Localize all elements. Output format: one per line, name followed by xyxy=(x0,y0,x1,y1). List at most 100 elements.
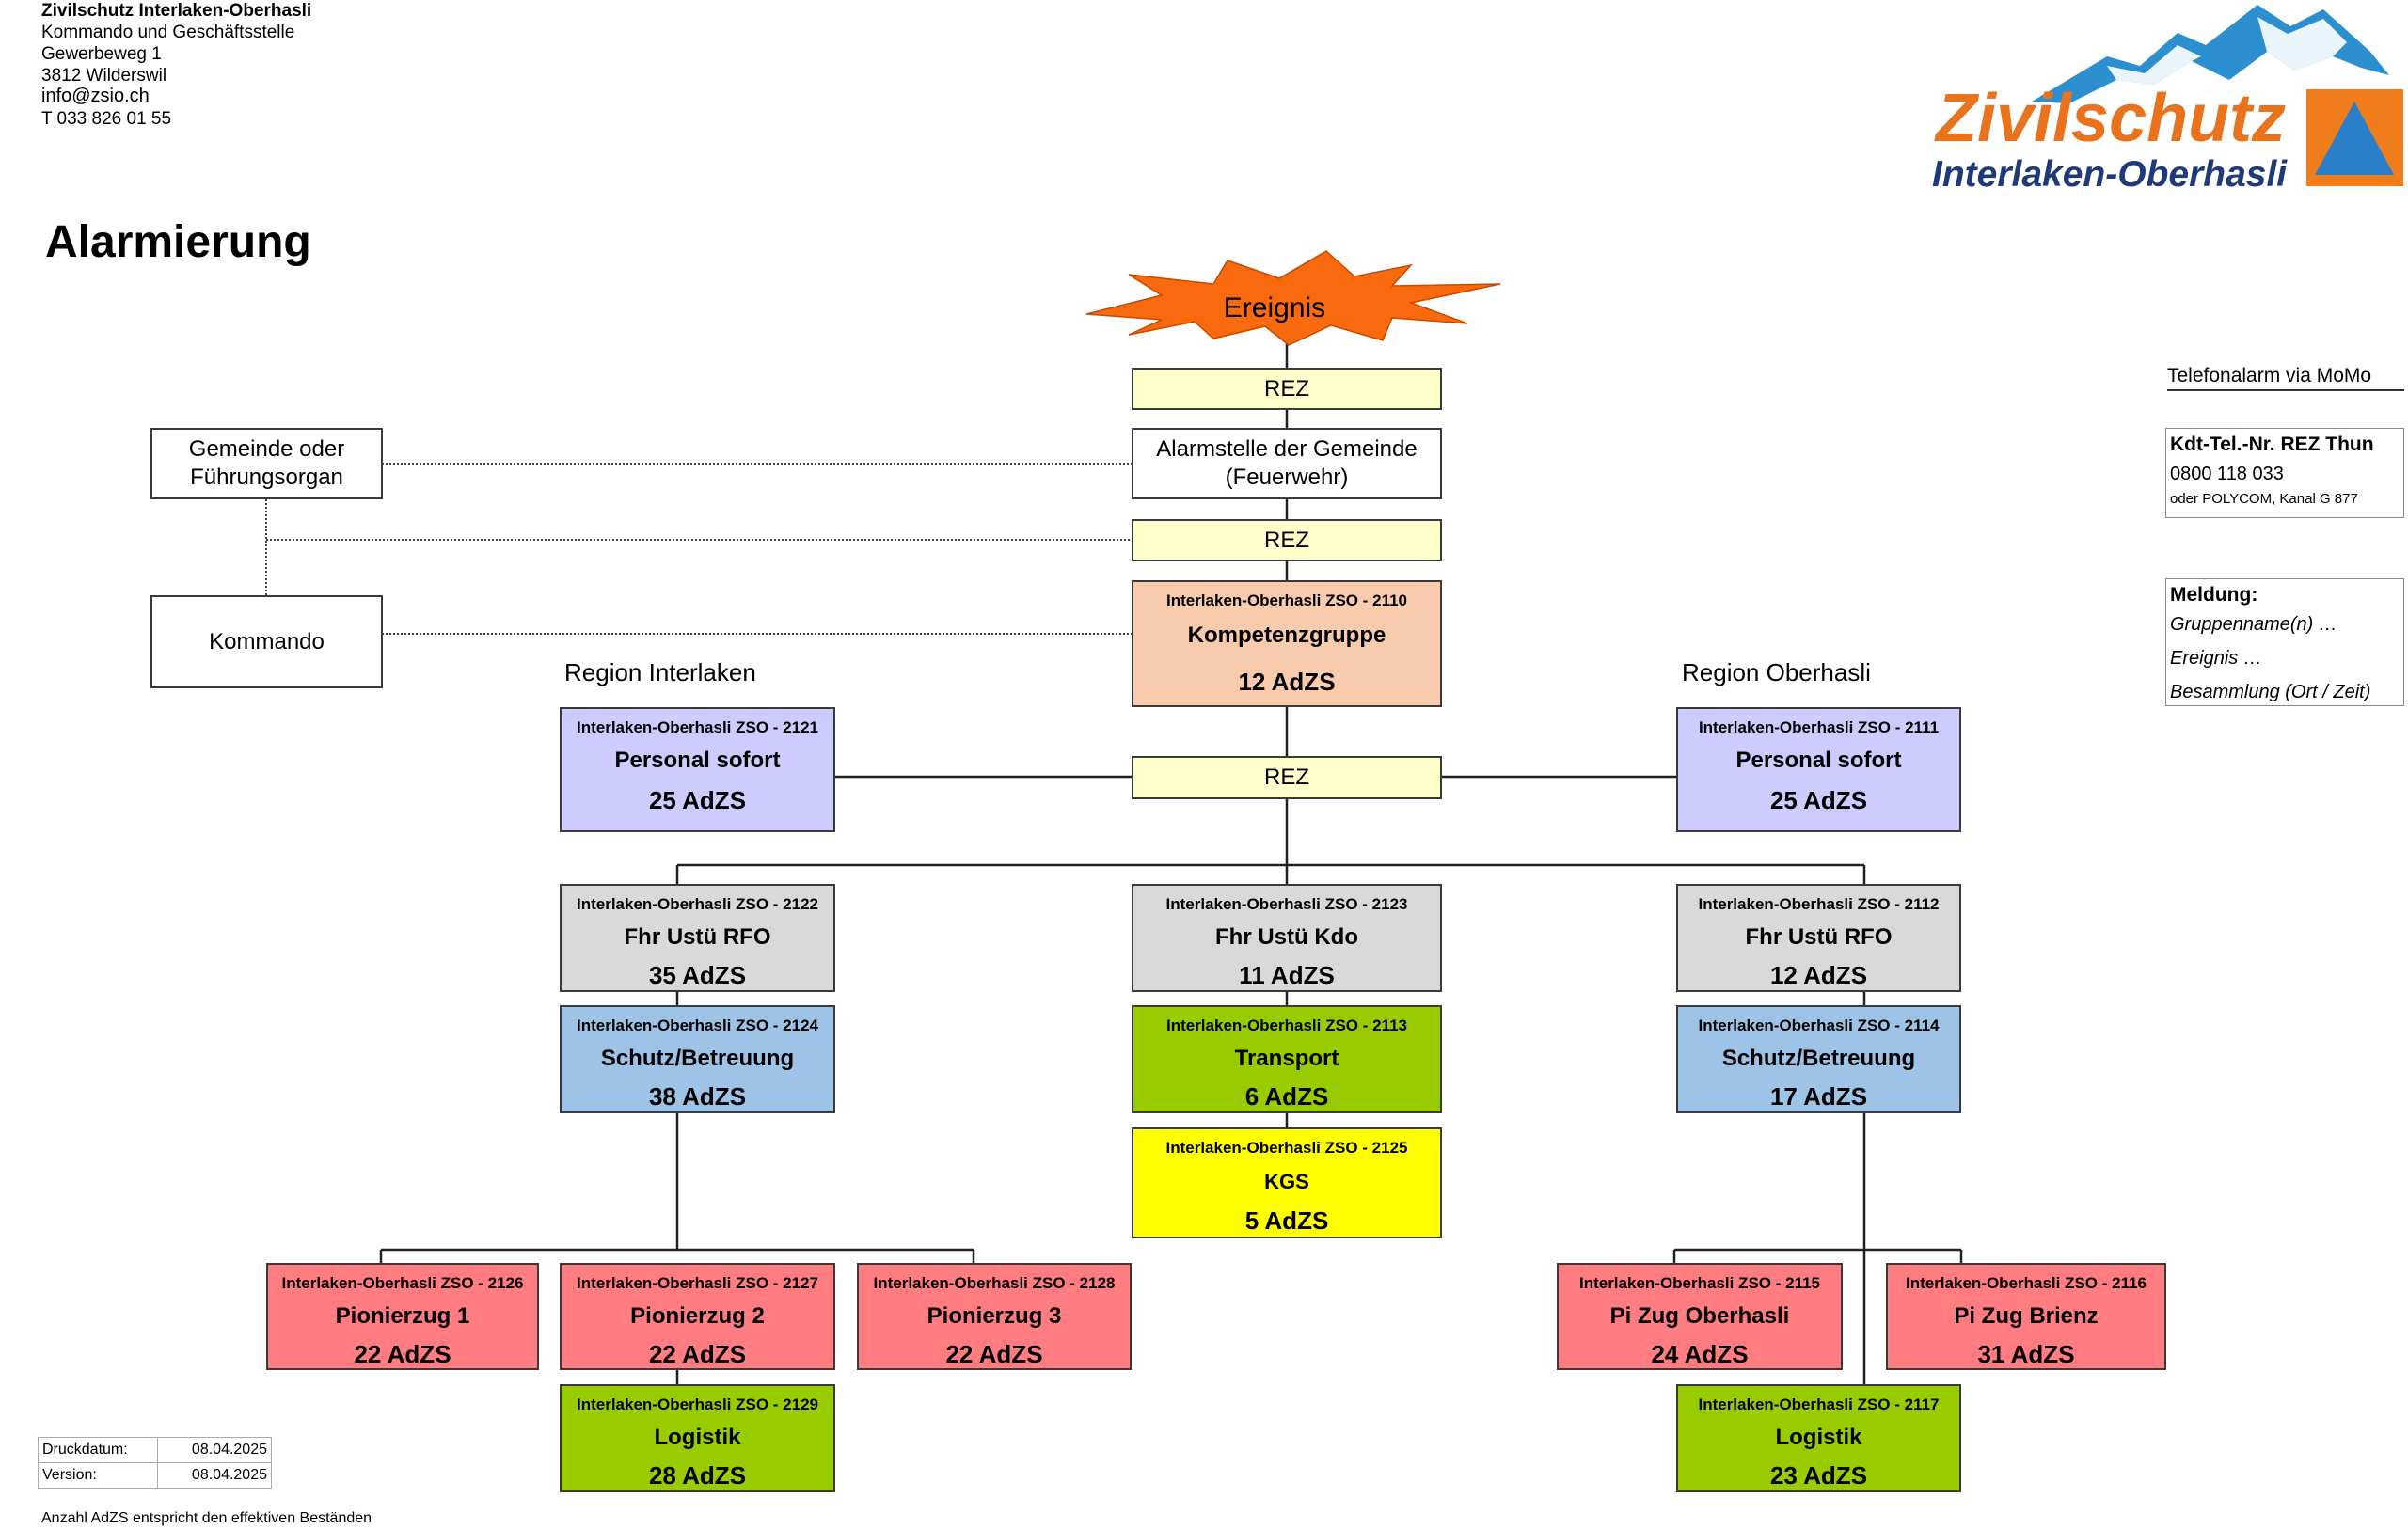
meldung-item: Besammlung (Ort / Zeit) xyxy=(2170,682,2371,702)
telefonalarm-label: Telefonalarm via MoMo xyxy=(2167,365,2404,391)
event-label: Ereignis xyxy=(1224,292,1325,323)
kdt-tel-number: 0800 118 033 xyxy=(2170,464,2284,484)
unit-code: Interlaken-Oberhasli ZSO - 2115 xyxy=(1578,1274,1821,1292)
phone: T 033 826 01 55 xyxy=(41,109,172,129)
unit-name: Logistik xyxy=(654,1425,741,1450)
unit-name: Pi Zug Oberhasli xyxy=(1609,1303,1790,1329)
meldung-item: Ereignis … xyxy=(2170,648,2262,669)
druckdatum-label: Druckdatum: xyxy=(38,1437,158,1463)
unit-name: Personal sofort xyxy=(614,748,781,773)
unit-name: Personal sofort xyxy=(1735,748,1902,773)
unit-code: Interlaken-Oberhasli ZSO - 2124 xyxy=(577,1017,818,1034)
email-link[interactable]: info@zsio.ch xyxy=(41,86,150,106)
unit-count: 11 AdZS xyxy=(1239,961,1335,989)
gemeinde-fuehrungsorgan-box: Gemeinde oder Führungsorgan xyxy=(150,428,383,499)
unit-count: 25 AdZS xyxy=(1769,786,1868,814)
unit-2121-personal-sofort: Interlaken-Oberhasli ZSO - 2121 Personal… xyxy=(560,707,835,832)
unit-count: 28 AdZS xyxy=(648,1461,747,1490)
meldung-panel: Meldung: Gruppenname(n) … Ereignis … Bes… xyxy=(2165,578,2404,706)
unit-name: Schutz/Betreuung xyxy=(1721,1046,1916,1071)
unit-code: Interlaken-Oberhasli ZSO - 2129 xyxy=(577,1395,818,1413)
rez-box-1: REZ xyxy=(1132,368,1442,410)
unit-count: 12 AdZS xyxy=(1769,961,1868,989)
unit-count: 6 AdZS xyxy=(1244,1082,1329,1111)
triangle-icon xyxy=(2315,102,2394,175)
version-value: 08.04.2025 xyxy=(157,1462,272,1489)
unit-name: Pionierzug 3 xyxy=(927,1303,1062,1329)
unit-code: Interlaken-Oberhasli ZSO - 2126 xyxy=(281,1274,524,1292)
unit-code: Interlaken-Oberhasli ZSO - 2113 xyxy=(1165,1017,1408,1034)
unit-2112-fhr-ustue-rfo: Interlaken-Oberhasli ZSO - 2112 Fhr Ustü… xyxy=(1676,884,1961,992)
unit-2122-fhr-ustue-rfo: Interlaken-Oberhasli ZSO - 2122 Fhr Ustü… xyxy=(560,884,835,992)
unit-name: Pionierzug 2 xyxy=(630,1303,765,1329)
meldung-label: Meldung: xyxy=(2170,584,2258,606)
unit-code: Interlaken-Oberhasli ZSO - 2114 xyxy=(1698,1017,1940,1034)
unit-count: 25 AdZS xyxy=(648,786,747,814)
unit-2117-logistik: Interlaken-Oberhasli ZSO - 2117 Logistik… xyxy=(1676,1384,1961,1492)
unit-2111-personal-sofort: Interlaken-Oberhasli ZSO - 2111 Personal… xyxy=(1676,707,1961,832)
region-interlaken-label: Region Interlaken xyxy=(564,658,756,686)
kdt-tel-panel: Kdt-Tel.-Nr. REZ Thun 0800 118 033 oder … xyxy=(2165,428,2404,518)
unit-count: 22 AdZS xyxy=(354,1340,452,1368)
footer-note: Anzahl AdZS entspricht den effektiven Be… xyxy=(41,1510,372,1526)
version-label: Version: xyxy=(38,1462,158,1489)
unit-code: Interlaken-Oberhasli ZSO - 2121 xyxy=(577,718,818,736)
dept-name: Kommando und Geschäftsstelle xyxy=(41,23,295,42)
unit-count: 35 AdZS xyxy=(648,961,747,989)
street: Gewerbeweg 1 xyxy=(41,44,162,64)
unit-code: Interlaken-Oberhasli ZSO - 2111 xyxy=(1698,718,1940,736)
unit-count: 12 AdZS xyxy=(1238,668,1336,696)
unit-name: Logistik xyxy=(1775,1425,1862,1450)
unit-count: 5 AdZS xyxy=(1244,1206,1329,1235)
unit-2129-logistik: Interlaken-Oberhasli ZSO - 2129 Logistik… xyxy=(560,1384,835,1492)
org-name: Zivilschutz Interlaken-Oberhasli xyxy=(41,1,312,21)
unit-code: Interlaken-Oberhasli ZSO - 2110 xyxy=(1165,591,1408,609)
unit-code: Interlaken-Oberhasli ZSO - 2123 xyxy=(1165,895,1408,913)
page-title: Alarmierung xyxy=(45,217,311,267)
unit-code: Interlaken-Oberhasli ZSO - 2122 xyxy=(577,895,818,913)
unit-count: 17 AdZS xyxy=(1769,1082,1868,1111)
unit-2125-kgs: Interlaken-Oberhasli ZSO - 2125 KGS 5 Ad… xyxy=(1132,1127,1442,1238)
kdt-tel-label: Kdt-Tel.-Nr. REZ Thun xyxy=(2170,433,2374,455)
unit-count: 24 AdZS xyxy=(1651,1340,1749,1368)
kdt-tel-alt: oder POLYCOM, Kanal G 877 xyxy=(2170,491,2358,507)
unit-2110-kompetenzgruppe: Interlaken-Oberhasli ZSO - 2110 Kompeten… xyxy=(1132,580,1442,707)
unit-2127-pionierzug-2: Interlaken-Oberhasli ZSO - 2127 Pionierz… xyxy=(560,1263,835,1370)
druckdatum-value: 08.04.2025 xyxy=(157,1437,272,1463)
logo-text-line2: Interlaken-Oberhasli xyxy=(1932,154,2288,195)
unit-count: 22 AdZS xyxy=(945,1340,1043,1368)
event-burst: Ereignis xyxy=(1085,250,1501,346)
unit-code: Interlaken-Oberhasli ZSO - 2127 xyxy=(577,1274,818,1292)
zivilschutz-logo: Zivilschutz Interlaken-Oberhasli xyxy=(1932,5,2403,195)
unit-code: Interlaken-Oberhasli ZSO - 2117 xyxy=(1698,1395,1940,1413)
unit-name: Pi Zug Brienz xyxy=(1954,1303,2099,1329)
unit-count: 23 AdZS xyxy=(1769,1461,1868,1490)
unit-count: 22 AdZS xyxy=(648,1340,747,1368)
rez-box-3: REZ xyxy=(1132,756,1442,799)
unit-name: Transport xyxy=(1234,1046,1339,1071)
unit-2115-pi-zug-oberhasli: Interlaken-Oberhasli ZSO - 2115 Pi Zug O… xyxy=(1557,1263,1843,1370)
unit-2124-schutz-betreuung: Interlaken-Oberhasli ZSO - 2124 Schutz/B… xyxy=(560,1005,835,1113)
unit-2126-pionierzug-1: Interlaken-Oberhasli ZSO - 2126 Pionierz… xyxy=(266,1263,539,1370)
unit-count: 31 AdZS xyxy=(1977,1340,2075,1368)
unit-code: Interlaken-Oberhasli ZSO - 2116 xyxy=(1905,1274,2147,1292)
region-oberhasli-label: Region Oberhasli xyxy=(1682,658,1871,686)
unit-2116-pi-zug-brienz: Interlaken-Oberhasli ZSO - 2116 Pi Zug B… xyxy=(1886,1263,2166,1370)
unit-2123-fhr-ustue-kdo: Interlaken-Oberhasli ZSO - 2123 Fhr Ustü… xyxy=(1132,884,1442,992)
meldung-item: Gruppenname(n) … xyxy=(2170,614,2337,635)
kommando-box: Kommando xyxy=(150,595,383,688)
unit-2128-pionierzug-3: Interlaken-Oberhasli ZSO - 2128 Pionierz… xyxy=(857,1263,1132,1370)
unit-name: KGS xyxy=(1264,1170,1309,1193)
unit-name: Kompetenzgruppe xyxy=(1187,623,1386,648)
rez-box-2: REZ xyxy=(1132,519,1442,561)
unit-name: Schutz/Betreuung xyxy=(600,1046,795,1071)
explosion-icon xyxy=(1085,250,1501,346)
unit-count: 38 AdZS xyxy=(648,1082,747,1111)
unit-name: Fhr Ustü RFO xyxy=(1745,924,1893,950)
print-info-table: Druckdatum: 08.04.2025 Version: 08.04.20… xyxy=(38,1437,272,1489)
alarmstelle-box: Alarmstelle der Gemeinde (Feuerwehr) xyxy=(1132,428,1442,499)
unit-code: Interlaken-Oberhasli ZSO - 2112 xyxy=(1698,895,1940,913)
unit-name: Fhr Ustü RFO xyxy=(624,924,771,950)
unit-2113-transport: Interlaken-Oberhasli ZSO - 2113 Transpor… xyxy=(1132,1005,1442,1113)
